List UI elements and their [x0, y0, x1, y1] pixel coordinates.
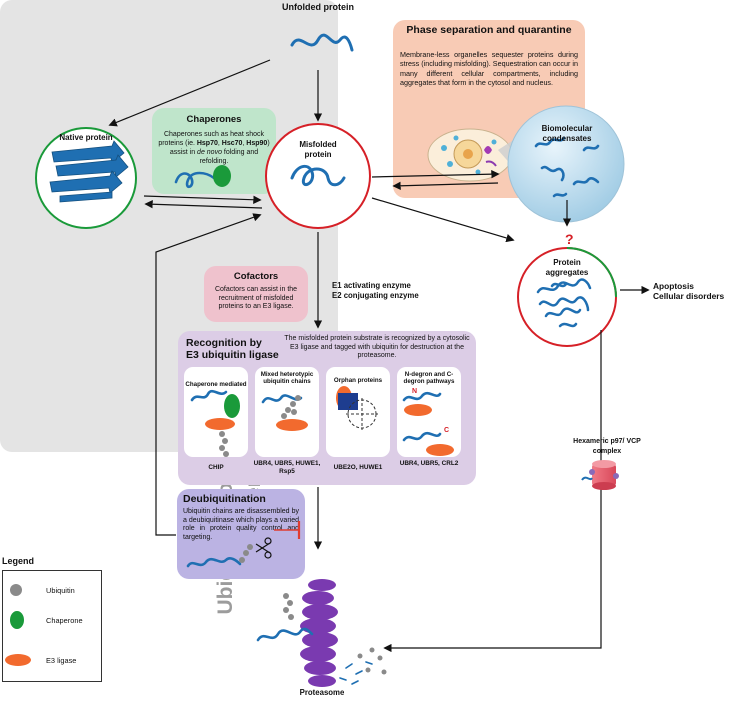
arrow-native-to-misfolded — [143, 195, 262, 204]
unfolded-protein-icon — [290, 33, 354, 52]
card-title: Orphan proteins — [333, 377, 383, 384]
arrow-aggregates-to-proteasome — [383, 330, 602, 653]
cofactors-text: Cofactors can assist in the recruitment … — [214, 286, 298, 311]
mixed-chains-icon — [261, 394, 308, 431]
degron-icon: N C — [402, 388, 454, 456]
chaperones-text: Chaperones such as heat shock proteins (… — [158, 131, 270, 165]
legend-ubiquitin-icon — [10, 584, 22, 596]
proteasome-substrate-icon — [256, 627, 314, 642]
ligase-label: CHIP — [208, 464, 224, 471]
ligase-label: UBE2O, HUWE1 — [333, 464, 383, 471]
cell-icon — [427, 128, 513, 182]
arrow-condensates-to-misfolded — [392, 181, 499, 191]
arrow-misfolded-to-native — [144, 200, 263, 209]
aggregates-icon — [536, 278, 592, 328]
peptide-fragments-icon — [339, 661, 373, 685]
arrow-unfolded-to-native — [108, 59, 271, 127]
arrow-deub-to-misfolded — [155, 213, 262, 536]
legend-ubiquitin-label: Ubiquitin — [46, 586, 75, 595]
misfolded-protein-icon — [290, 164, 346, 187]
p97-label: Hexameric p97/ VCP complex — [573, 438, 641, 455]
proteasome-ubiquitin-icon — [283, 593, 294, 620]
native-protein-title: Native protein — [59, 133, 113, 142]
question-mark: ? — [565, 231, 574, 247]
deubiquitination-text: Ubiquitin chains are disassembled by a d… — [183, 508, 299, 541]
card-title: Mixed heterotypic ubiquitin chains — [260, 371, 314, 386]
recognition-description: The misfolded protein substrate is recog… — [284, 335, 470, 359]
aggregates-ring-green — [566, 247, 617, 298]
deubiquitinase-icon — [186, 537, 272, 568]
chaperone-protein-icon — [174, 171, 216, 189]
proteasome-label: Proteasome — [299, 688, 345, 697]
unfolded-protein-title: Unfolded protein — [282, 2, 354, 12]
cofactors-title: Cofactors — [233, 271, 279, 282]
card-orphan-proteins: Orphan proteins — [326, 367, 390, 457]
ligase-label: UBR4, UBR5, HUWE1, Rsp5 — [253, 460, 321, 475]
free-ubiquitin-icon — [357, 647, 387, 675]
card-title: N-degron and C-degron pathways — [403, 371, 455, 386]
legend-e3-ligase-icon — [5, 654, 31, 666]
native-protein-sheet-icon — [49, 140, 129, 203]
arrow-misfolded-to-aggregates — [371, 197, 515, 243]
card-title: Chaperone mediated — [185, 381, 247, 388]
orphan-proteins-icon — [336, 386, 378, 430]
legend-box — [2, 570, 102, 682]
degron-n-label: N — [412, 388, 417, 395]
legend-chaperone-label: Chaperone — [46, 616, 83, 625]
chaperone-mediated-icon — [190, 389, 240, 457]
p97-complex-icon — [581, 460, 619, 490]
legend-e3-ligase-label: E3 ligase — [46, 656, 77, 665]
aggregates-title: Protein aggregates — [545, 258, 589, 277]
chaperones-title: Chaperones — [186, 114, 242, 125]
chaperones-box: Chaperones Chaperones such as heat shock… — [152, 108, 276, 194]
arrow-misfolded-to-condensates — [371, 169, 500, 179]
phase-separation-title: Phase separation and quarantine — [406, 24, 572, 36]
ligase-label: UBR4, UBR5, CRL2 — [399, 460, 459, 467]
deubiquitination-title: Deubiquitination — [183, 493, 266, 505]
misfolded-protein-ring — [265, 123, 371, 229]
legend-title: Legend — [2, 556, 35, 566]
phase-separation-text: Membrane-less organelles sequester prote… — [400, 50, 578, 88]
cofactors-box: Cofactors Cofactors can assist in the re… — [204, 266, 308, 322]
legend-chaperone-icon — [10, 611, 24, 629]
misfolded-protein-title: Misfolded protein — [299, 140, 337, 159]
condensate-proteins-icon — [534, 136, 600, 198]
chaperone-icon — [213, 165, 231, 187]
degron-c-label: C — [444, 427, 449, 434]
condensates-title: Biomolecular condensates — [541, 124, 593, 143]
proteasome-icon — [300, 579, 338, 687]
